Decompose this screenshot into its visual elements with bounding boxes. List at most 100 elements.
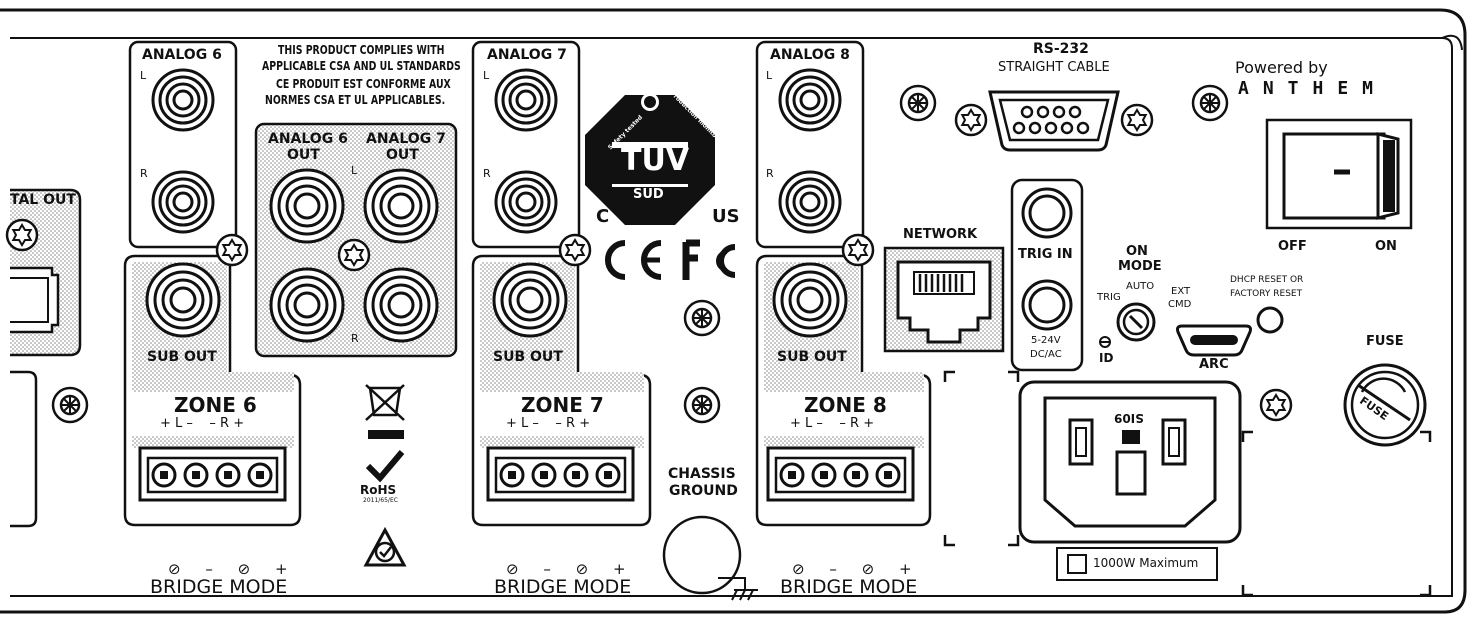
analog-6-out-title: ANALOG 6 <box>268 131 348 147</box>
tuv-c-mark: C <box>596 206 610 227</box>
sud-text: SÜD <box>633 187 664 202</box>
trig-voltage-line-1: 5-24V <box>1031 335 1061 346</box>
id-label: ID <box>1099 351 1114 365</box>
analog-7-left-jack <box>494 68 558 132</box>
analog-6-right-letter: R <box>140 167 148 180</box>
zone-7-sub-out-label: SUB OUT <box>493 349 563 365</box>
zone-6-polarity: + L – – R + <box>160 416 245 431</box>
rs232-title: RS-232 <box>1033 41 1089 57</box>
power-inlet-code: SI09 <box>1114 411 1144 425</box>
tuv-text: TÜV <box>621 143 690 178</box>
zone-6-block <box>123 40 302 527</box>
zone-6-bridge-mode: BRIDGE MODE <box>150 576 288 598</box>
zone-8-polarity: + L – – R + <box>790 416 875 431</box>
zone-8-block <box>755 40 932 527</box>
tuv-certification-mark <box>585 93 715 225</box>
compliance-line-4: NORMES CSA ET UL APPLICABLES. <box>265 93 446 107</box>
zone-7-title: ZONE 7 <box>521 393 604 417</box>
analog-8-left-letter: L <box>766 69 773 82</box>
analog-8-left-jack <box>778 68 842 132</box>
compliance-line-1: THIS PRODUCT COMPLIES WITH <box>278 43 445 57</box>
analog-6-out-left-jack <box>269 168 345 244</box>
analog-6-out-sub: OUT <box>287 147 320 163</box>
analog-out-left-letter: L <box>351 164 358 177</box>
tuv-us-mark: US <box>712 206 740 227</box>
rohs-text: RoHS <box>360 483 397 497</box>
trig-voltage-line-2: DC/AC <box>1030 349 1062 360</box>
on-mode-title-2: MODE <box>1118 259 1162 274</box>
compliance-line-3: CE PRODUIT EST CONFORME AUX <box>276 77 451 91</box>
power-switch <box>1265 118 1413 230</box>
arc-port <box>1176 324 1252 357</box>
zone-8-bridge-symbols: ⊘ – ⊘ + <box>792 560 922 578</box>
zone-7-speaker-terminal <box>486 446 635 502</box>
on-mode-trig: TRIG <box>1097 292 1121 303</box>
trig-in-label: TRIG IN <box>1018 247 1073 262</box>
analog-7-left-letter: L <box>483 69 490 82</box>
analog-6-out-right-jack <box>269 267 345 343</box>
zone-8-sub-out-jack <box>772 262 848 338</box>
network-label: NETWORK <box>903 227 978 242</box>
analog-out-block <box>254 122 458 358</box>
analog-7-right-jack <box>494 170 558 234</box>
analog-8-right-jack <box>778 170 842 234</box>
power-max-label: 1000W Maximum <box>1093 556 1199 570</box>
analog-7-out-title: ANALOG 7 <box>366 131 446 147</box>
on-mode-auto: AUTO <box>1126 281 1155 292</box>
zone-7-sub-out-jack <box>492 262 568 338</box>
analog-8-input-label: ANALOG 8 <box>770 47 850 63</box>
trigger-section <box>1010 178 1084 372</box>
environmental-marks <box>363 384 407 567</box>
analog-6-left-jack <box>151 68 215 132</box>
zone-6-bridge-symbols: ⊘ – ⊘ + <box>168 560 298 578</box>
zone-6-title: ZONE 6 <box>174 393 257 417</box>
analog-7-input-label: ANALOG 7 <box>487 47 567 63</box>
on-mode-title-1: ON <box>1126 244 1148 259</box>
on-mode-ext: EXT <box>1171 286 1191 297</box>
zone-7-block <box>471 40 652 527</box>
ce-fc-marks <box>605 239 736 280</box>
fuse-holder <box>1343 363 1427 447</box>
zone-6-sub-out-jack <box>145 262 221 338</box>
anthem-logo: ANTHEM <box>1238 78 1388 99</box>
fuse-label: FUSE <box>1366 334 1404 349</box>
chassis-ground <box>662 299 758 601</box>
chassis-outline <box>0 8 1467 614</box>
analog-7-right-letter: R <box>483 167 491 180</box>
powered-by-text: Powered by <box>1235 58 1328 77</box>
on-mode-selector <box>1099 302 1156 348</box>
zone-6-sub-out-label: SUB OUT <box>147 349 217 365</box>
rs232-subtitle: STRAIGHT CABLE <box>998 60 1110 75</box>
analog-7-out-right-jack <box>363 267 439 343</box>
zone-7-bridge-mode: BRIDGE MODE <box>494 576 632 598</box>
rs232-port <box>899 84 1229 152</box>
compliance-line-2: APPLICABLE CSA AND UL STANDARDS <box>262 59 461 73</box>
zone-7-polarity: + L – – R + <box>506 416 591 431</box>
zone-7-bridge-symbols: ⊘ – ⊘ + <box>506 560 636 578</box>
reset-button <box>1256 306 1284 334</box>
rohs-directive: 2011/65/EC <box>363 497 398 504</box>
power-off-label: OFF <box>1278 239 1307 254</box>
network-port <box>883 246 1005 353</box>
power-on-label: ON <box>1375 239 1397 254</box>
zone-6-speaker-terminal <box>138 446 287 502</box>
analog-7-out-sub: OUT <box>386 147 419 163</box>
analog-7-out-left-jack <box>363 168 439 244</box>
arc-label: ARC <box>1199 357 1229 372</box>
zone-8-speaker-terminal <box>766 446 915 502</box>
reset-line-2: FACTORY RESET <box>1230 289 1303 299</box>
digital-out-label: TAL OUT <box>10 192 76 208</box>
zone-8-bridge-mode: BRIDGE MODE <box>780 576 918 598</box>
zone-8-sub-out-label: SUB OUT <box>777 349 847 365</box>
analog-6-right-jack <box>151 170 215 234</box>
ground-label: GROUND <box>669 483 738 499</box>
analog-6-left-letter: L <box>140 69 147 82</box>
reset-line-1: DHCP RESET OR <box>1230 275 1304 285</box>
analog-6-input-label: ANALOG 6 <box>142 47 222 63</box>
analog-8-right-letter: R <box>766 167 774 180</box>
zone-8-title: ZONE 8 <box>804 393 887 417</box>
digital-out-section <box>5 188 89 528</box>
analog-out-right-letter: R <box>351 332 359 345</box>
on-mode-cmd: CMD <box>1168 299 1192 310</box>
